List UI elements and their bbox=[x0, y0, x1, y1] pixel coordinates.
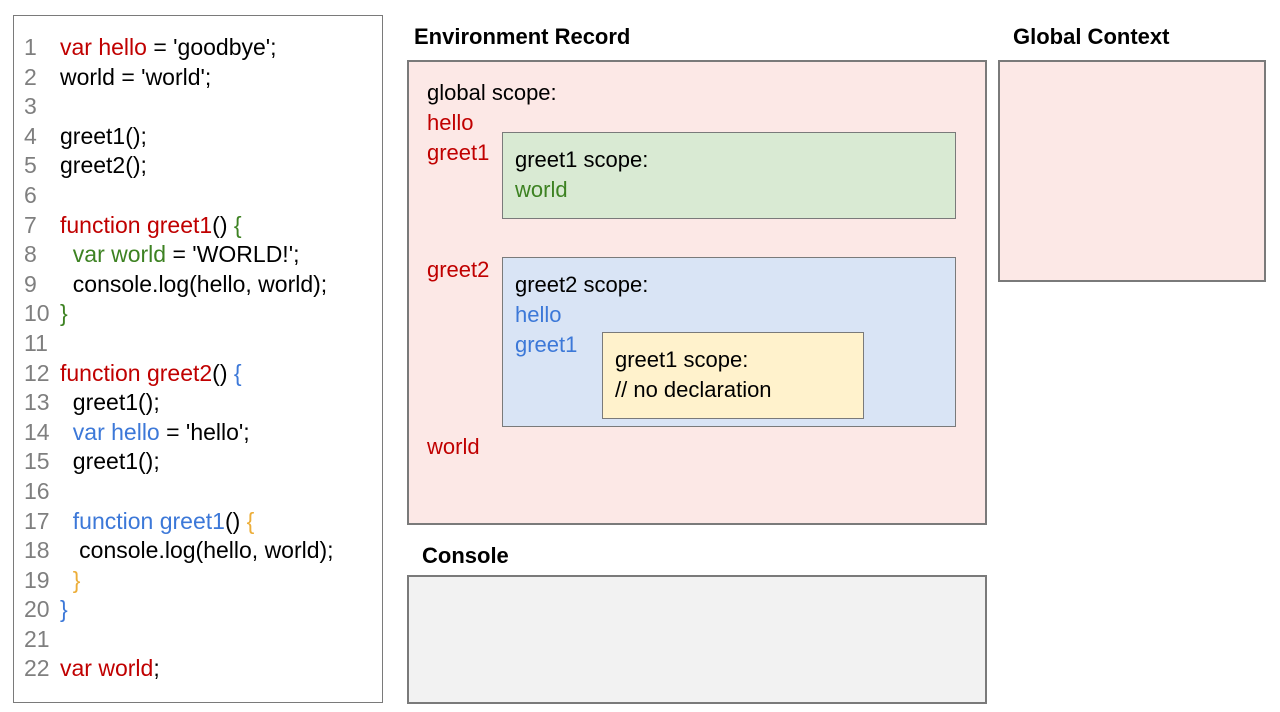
global-scope-box: global scope: hello greet1 greet2 world … bbox=[407, 60, 987, 525]
environment-record-title: Environment Record bbox=[414, 24, 631, 49]
code-line: 22 var world; bbox=[14, 654, 382, 684]
code-line: 2 world = 'world'; bbox=[14, 63, 382, 93]
line-number: 2 bbox=[24, 63, 37, 90]
greet2-scope-label: greet2 scope: bbox=[515, 272, 649, 297]
code-line: 4 greet1(); bbox=[14, 122, 382, 152]
inner-greet1-scope-label: greet1 scope: bbox=[615, 347, 749, 372]
code-line: 11 bbox=[14, 329, 382, 359]
line-number: 19 bbox=[24, 566, 50, 593]
line-number: 22 bbox=[24, 655, 50, 682]
code-text: greet1(); bbox=[60, 389, 160, 416]
global-context-box bbox=[998, 60, 1266, 282]
code-text: greet1(); bbox=[60, 448, 160, 475]
code-line: 8 var world = 'WORLD!'; bbox=[14, 240, 382, 270]
code-text: function greet1() { bbox=[72, 507, 255, 534]
code-line: 21 bbox=[14, 625, 382, 655]
code-line: 15 greet1(); bbox=[14, 447, 382, 477]
line-number: 8 bbox=[24, 241, 37, 268]
line-number: 10 bbox=[24, 300, 50, 327]
global-var-world: world bbox=[427, 434, 480, 459]
code-text: } bbox=[60, 596, 68, 623]
greet1-var-world: world bbox=[515, 177, 568, 202]
line-number: 20 bbox=[24, 596, 50, 623]
console-title: Console bbox=[422, 543, 509, 568]
code-line: 1 var hello = 'goodbye'; bbox=[14, 33, 382, 63]
code-text: var hello = 'hello'; bbox=[72, 418, 250, 445]
line-number: 18 bbox=[24, 537, 50, 564]
code-text: greet2(); bbox=[60, 152, 147, 179]
code-line: 3 bbox=[14, 92, 382, 122]
line-number: 4 bbox=[24, 122, 37, 149]
global-context-title: Global Context bbox=[1013, 24, 1170, 49]
code-text: var world = 'WORLD!'; bbox=[72, 241, 300, 268]
code-line: 12 function greet2() { bbox=[14, 359, 382, 389]
line-number: 11 bbox=[24, 329, 48, 356]
code-text: world = 'world'; bbox=[60, 63, 212, 90]
line-number: 13 bbox=[24, 389, 50, 416]
code-panel: 1 var hello = 'goodbye'; 2 world = 'world';… bbox=[13, 15, 383, 703]
global-var-hello: hello bbox=[427, 110, 474, 135]
line-number: 17 bbox=[24, 507, 50, 534]
global-var-greet2: greet2 bbox=[427, 257, 490, 282]
code-text: } bbox=[60, 300, 68, 327]
line-number: 15 bbox=[24, 448, 50, 475]
code-line: 17 function greet1() { bbox=[14, 507, 382, 537]
console-output-box bbox=[407, 575, 987, 704]
code-line: 13 greet1(); bbox=[14, 388, 382, 418]
code-text: function greet2() { bbox=[60, 359, 242, 386]
code-line: 5 greet2(); bbox=[14, 151, 382, 181]
global-var-greet1: greet1 bbox=[427, 140, 490, 165]
line-number: 3 bbox=[24, 93, 37, 120]
inner-greet1-scope-box: greet1 scope: // no declaration bbox=[602, 332, 864, 419]
greet2-var-hello: hello bbox=[515, 302, 562, 327]
line-number: 16 bbox=[24, 477, 50, 504]
code-line: 18 console.log(hello, world); bbox=[14, 536, 382, 566]
inner-greet1-comment: // no declaration bbox=[615, 377, 772, 402]
greet2-scope-box: greet2 scope: hello greet1 greet1 scope:… bbox=[502, 257, 956, 427]
greet1-scope-box: greet1 scope: world bbox=[502, 132, 956, 219]
line-number: 14 bbox=[24, 418, 50, 445]
code-text: } bbox=[72, 566, 81, 593]
code-text: var world; bbox=[60, 655, 160, 682]
line-number: 1 bbox=[24, 34, 37, 60]
greet1-scope-label: greet1 scope: bbox=[515, 147, 649, 172]
code-text: var hello = 'goodbye'; bbox=[60, 34, 277, 60]
global-scope-label: global scope: bbox=[427, 80, 557, 105]
code-line: 6 bbox=[14, 181, 382, 211]
line-number: 12 bbox=[24, 359, 50, 386]
code-line: 19 } bbox=[14, 566, 382, 596]
code-line: 9 console.log(hello, world); bbox=[14, 270, 382, 300]
code-line: 7 function greet1() { bbox=[14, 211, 382, 241]
code-line: 16 bbox=[14, 477, 382, 507]
code-text: greet1(); bbox=[60, 122, 147, 149]
line-number: 21 bbox=[24, 625, 50, 652]
code-text: function greet1() { bbox=[60, 211, 242, 238]
code-text: console.log(hello, world); bbox=[60, 270, 328, 297]
line-number: 6 bbox=[24, 181, 37, 208]
line-number: 9 bbox=[24, 270, 37, 297]
line-number: 7 bbox=[24, 211, 37, 238]
greet2-var-greet1: greet1 bbox=[515, 332, 578, 357]
code-line: 14 var hello = 'hello'; bbox=[14, 418, 382, 448]
code-line: 10} bbox=[14, 299, 382, 329]
code-text: console.log(hello, world); bbox=[60, 537, 334, 564]
code-lines: 1 var hello = 'goodbye'; 2 world = 'world';… bbox=[14, 33, 382, 684]
line-number: 5 bbox=[24, 152, 37, 179]
code-line: 20} bbox=[14, 595, 382, 625]
